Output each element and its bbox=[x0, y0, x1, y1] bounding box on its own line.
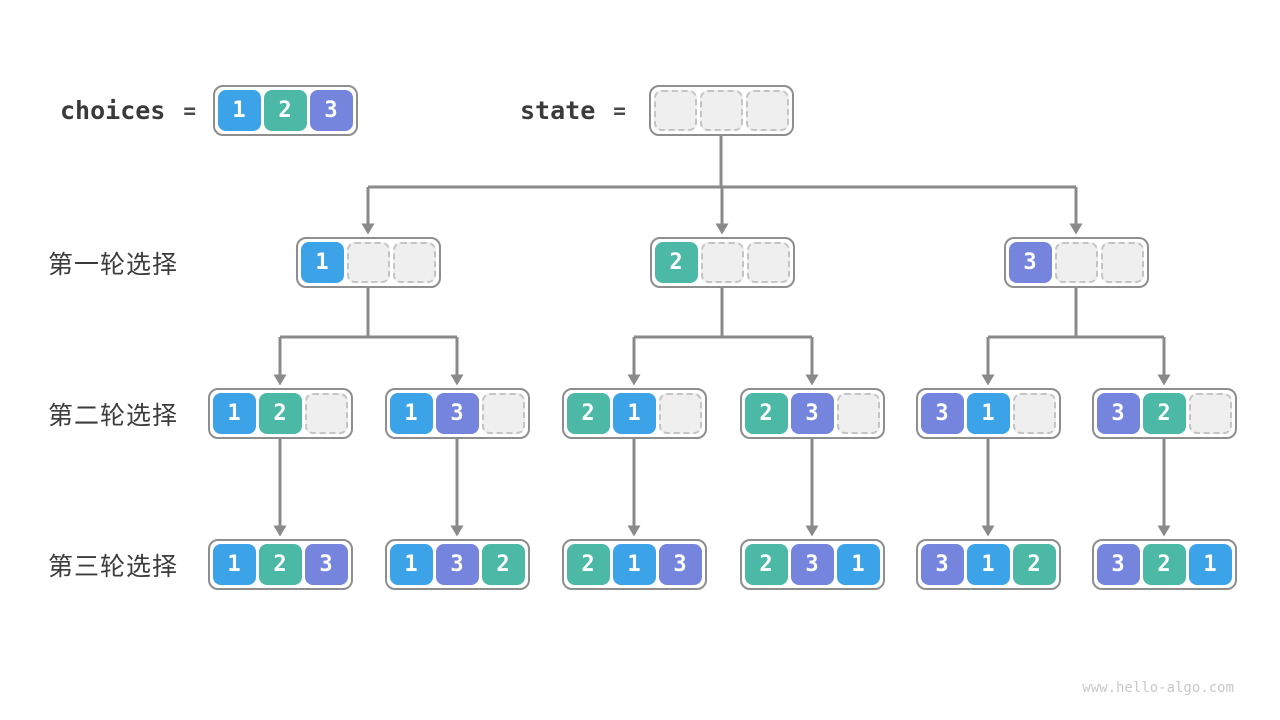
round-1-node-2: 2 bbox=[649, 236, 795, 288]
round-1-label: 第一轮选择 bbox=[48, 250, 179, 279]
empty-cell bbox=[699, 89, 743, 131]
value-cell-1: 1 bbox=[836, 543, 880, 585]
value-cell-1: 1 bbox=[300, 241, 344, 283]
arrowhead bbox=[1157, 374, 1171, 386]
empty-cell bbox=[1100, 241, 1144, 283]
empty-cell bbox=[653, 89, 697, 131]
arrowhead bbox=[715, 223, 729, 235]
value-cell-3: 3 bbox=[1096, 543, 1140, 585]
value-cell-2: 2 bbox=[744, 392, 788, 434]
value-cell-1: 1 bbox=[612, 392, 656, 434]
state-node bbox=[648, 84, 794, 136]
choices-equals-sign: = bbox=[183, 98, 197, 123]
arrowhead bbox=[1157, 525, 1171, 537]
value-cell-3: 3 bbox=[1008, 241, 1052, 283]
choices-header: choices = bbox=[60, 85, 196, 136]
empty-cell bbox=[1012, 392, 1056, 434]
arrowhead bbox=[1069, 223, 1083, 235]
value-cell-2: 2 bbox=[566, 392, 610, 434]
value-cell-2: 2 bbox=[566, 543, 610, 585]
value-cell-3: 3 bbox=[920, 543, 964, 585]
round-1-node-1: 1 bbox=[295, 236, 441, 288]
value-cell-3: 3 bbox=[658, 543, 702, 585]
value-cell-3: 3 bbox=[435, 543, 479, 585]
value-cell-1: 1 bbox=[389, 392, 433, 434]
arrowhead bbox=[361, 223, 375, 235]
value-cell-2: 2 bbox=[258, 543, 302, 585]
choices-label: choices bbox=[60, 96, 166, 125]
empty-cell bbox=[1188, 392, 1232, 434]
state-header: state = bbox=[520, 85, 626, 136]
empty-cell bbox=[700, 241, 744, 283]
empty-cell bbox=[346, 241, 390, 283]
value-cell-3: 3 bbox=[304, 543, 348, 585]
value-cell-3: 3 bbox=[790, 392, 834, 434]
round-1-node-3: 3 bbox=[1003, 236, 1149, 288]
value-cell-1: 1 bbox=[612, 543, 656, 585]
value-cell-2: 2 bbox=[263, 89, 307, 131]
arrowhead bbox=[981, 525, 995, 537]
state-label: state bbox=[520, 96, 596, 125]
arrowhead bbox=[805, 525, 819, 537]
arrowhead bbox=[981, 374, 995, 386]
value-cell-1: 1 bbox=[217, 89, 261, 131]
value-cell-2: 2 bbox=[481, 543, 525, 585]
arrowhead bbox=[627, 374, 641, 386]
value-cell-3: 3 bbox=[309, 89, 353, 131]
value-cell-2: 2 bbox=[744, 543, 788, 585]
empty-cell bbox=[481, 392, 525, 434]
empty-cell bbox=[304, 392, 348, 434]
arrowhead bbox=[627, 525, 641, 537]
round-3-label: 第三轮选择 bbox=[48, 552, 179, 581]
value-cell-1: 1 bbox=[966, 543, 1010, 585]
value-cell-2: 2 bbox=[1142, 392, 1186, 434]
empty-cell bbox=[392, 241, 436, 283]
empty-cell bbox=[836, 392, 880, 434]
arrowhead bbox=[450, 525, 464, 537]
value-cell-1: 1 bbox=[1188, 543, 1232, 585]
value-cell-2: 2 bbox=[258, 392, 302, 434]
value-cell-3: 3 bbox=[1096, 392, 1140, 434]
arrowhead bbox=[273, 374, 287, 386]
value-cell-2: 2 bbox=[654, 241, 698, 283]
value-cell-1: 1 bbox=[212, 392, 256, 434]
value-cell-2: 2 bbox=[1012, 543, 1056, 585]
state-equals-sign: = bbox=[613, 98, 626, 123]
value-cell-3: 3 bbox=[435, 392, 479, 434]
value-cell-1: 1 bbox=[966, 392, 1010, 434]
empty-cell bbox=[1054, 241, 1098, 283]
value-cell-1: 1 bbox=[212, 543, 256, 585]
empty-cell bbox=[658, 392, 702, 434]
value-cell-1: 1 bbox=[389, 543, 433, 585]
value-cell-3: 3 bbox=[790, 543, 834, 585]
arrowhead bbox=[450, 374, 464, 386]
empty-cell bbox=[746, 241, 790, 283]
arrowhead bbox=[805, 374, 819, 386]
arrowhead bbox=[273, 525, 287, 537]
value-cell-3: 3 bbox=[920, 392, 964, 434]
empty-cell bbox=[745, 89, 789, 131]
round-2-label: 第二轮选择 bbox=[48, 401, 179, 430]
value-cell-2: 2 bbox=[1142, 543, 1186, 585]
watermark: www.hello-algo.com bbox=[1082, 680, 1234, 696]
